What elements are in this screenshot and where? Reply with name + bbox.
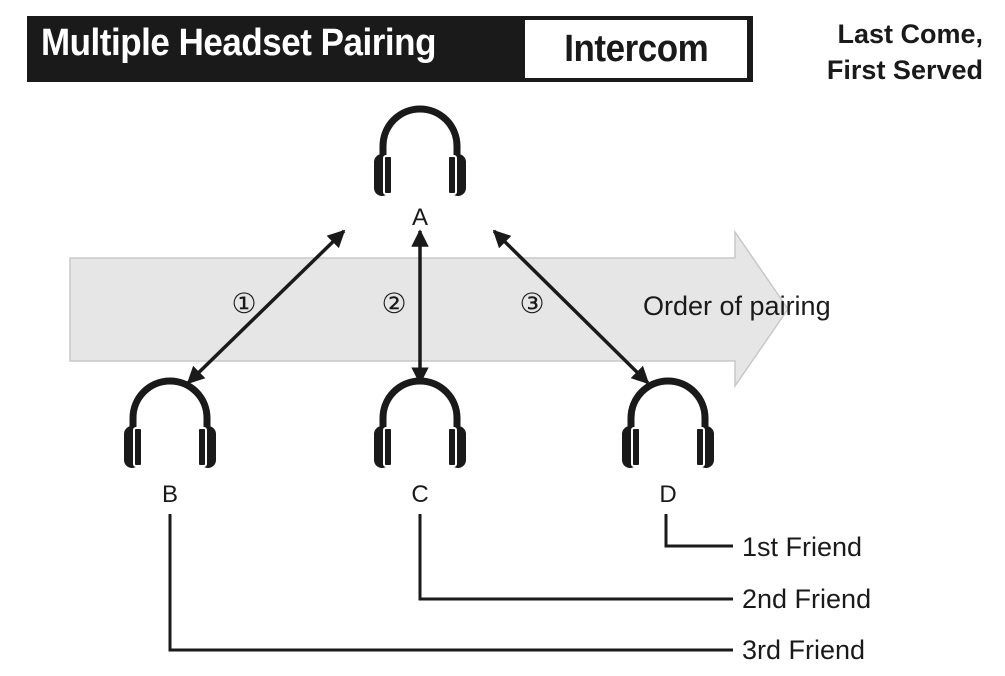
headset-a-label: A (412, 204, 428, 231)
mode-tag-label: Intercom (564, 27, 708, 70)
step-2-label: ② (381, 288, 406, 319)
leader-line-c (418, 514, 733, 601)
pairing-arrow-a-d (492, 229, 650, 385)
friend-3-label: 3rd Friend (742, 635, 865, 665)
step-3-label: ③ (519, 288, 544, 319)
headset-a-icon (374, 109, 466, 196)
leader-line-d (664, 514, 733, 548)
headset-d-icon (622, 381, 714, 468)
order-arrow-label: Order of pairing (643, 291, 831, 321)
leader-line-b (168, 514, 733, 652)
note-line-2: First Served (826, 55, 983, 85)
headset-c-icon (374, 381, 466, 468)
headset-b-label: B (162, 481, 178, 508)
headset-d-label: D (659, 481, 676, 508)
note-line-1: Last Come, (837, 19, 983, 49)
pairing-rule-note: Last Come, First Served (793, 16, 983, 88)
pairing-arrow-a-b (186, 229, 346, 385)
page-title: Multiple Headset Pairing (41, 22, 436, 64)
mode-tag: Intercom (525, 20, 747, 78)
headset-b-icon (124, 381, 216, 468)
headset-c-label: C (411, 481, 428, 508)
title-bar: Multiple Headset Pairing Intercom (27, 16, 753, 82)
friend-1-label: 1st Friend (742, 532, 862, 562)
friend-2-label: 2nd Friend (742, 584, 871, 614)
step-1-label: ① (231, 288, 256, 319)
